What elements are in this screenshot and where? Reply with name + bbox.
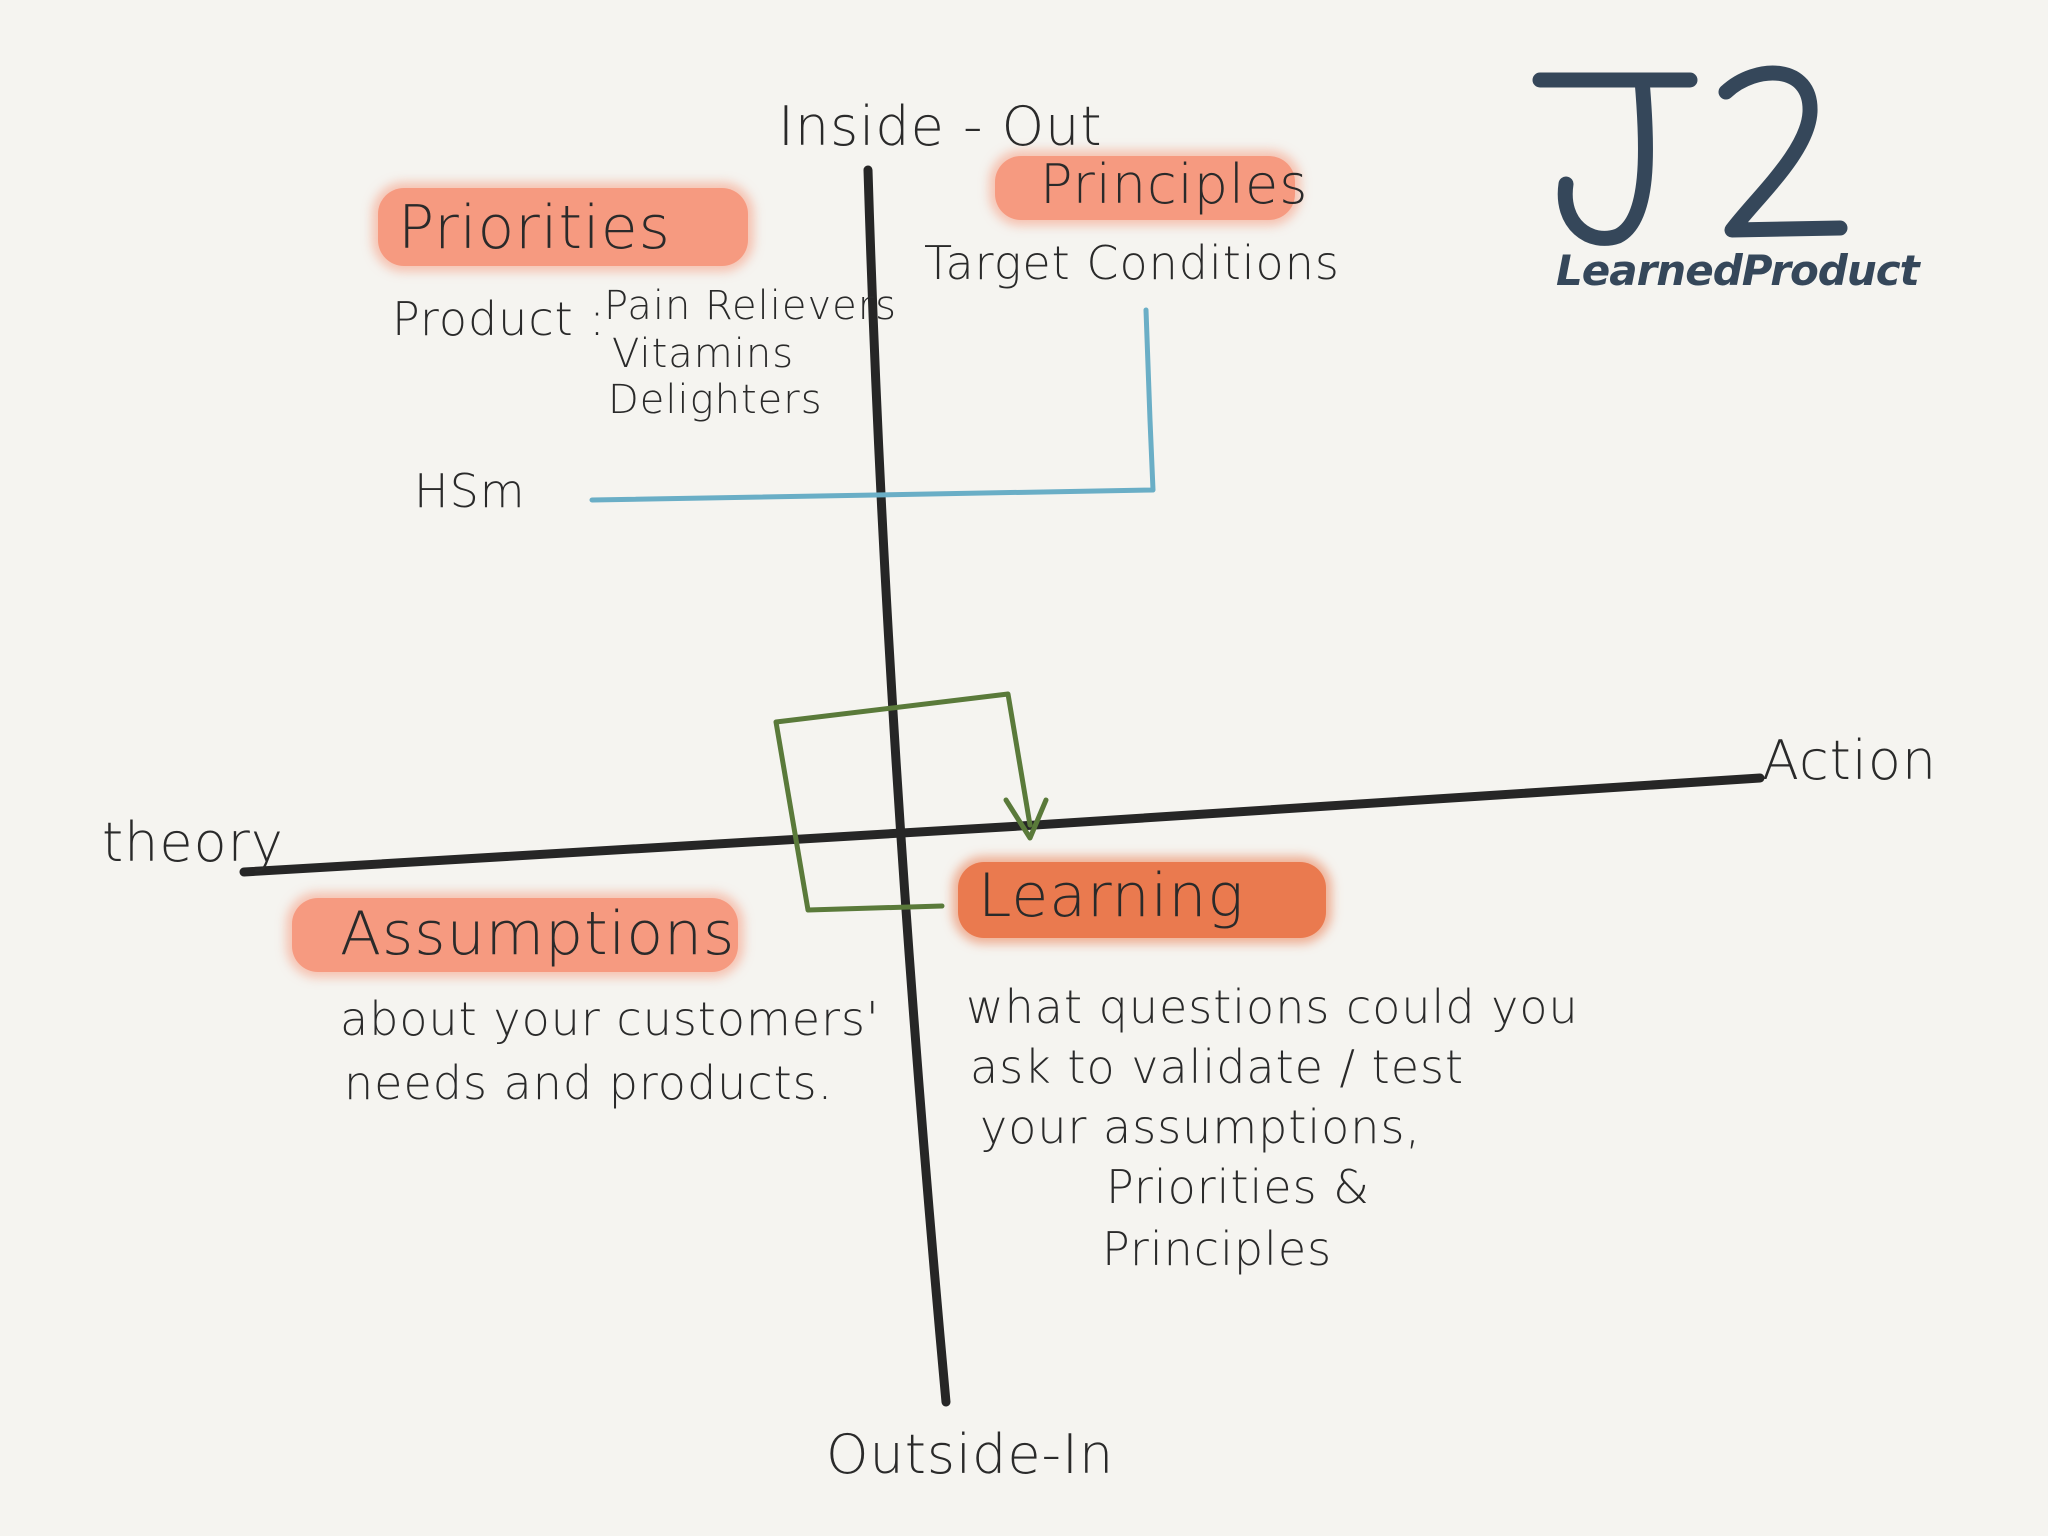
priorities-highlight [378, 188, 748, 266]
axis-label-theory: theory [102, 811, 284, 874]
priorities-title: Priorities [398, 193, 671, 263]
learning-loop-line [773, 691, 1033, 913]
axis-label-outside-in: Outside-In [826, 1423, 1115, 1486]
target-conditions-label: Target Conditions [924, 236, 1340, 290]
assumptions-title: Assumptions [340, 899, 736, 969]
learning-loop-arrowhead [1003, 797, 1049, 841]
priority-item: Vitamins [612, 331, 795, 377]
logo-2-stroke [1718, 65, 1848, 238]
assumptions-line: about your customers' [340, 992, 880, 1046]
principles-highlight [995, 156, 1295, 220]
hsm-connector-line [589, 307, 1156, 503]
priority-item: Delighters [608, 377, 823, 423]
product-label: Product : [392, 292, 606, 346]
learning-line: ask to validate / test [970, 1040, 1464, 1094]
logo-j-stroke [1532, 72, 1698, 246]
priority-item: Pain Relievers [604, 283, 898, 329]
learning-line: Principles [1102, 1222, 1333, 1276]
learning-line: your assumptions, [980, 1100, 1422, 1154]
assumptions-highlight [292, 898, 738, 972]
learning-highlight [958, 862, 1326, 938]
principles-title: Principles [1040, 153, 1309, 216]
learning-line: what questions could you [966, 980, 1579, 1034]
learning-line: Priorities & [1106, 1160, 1371, 1214]
logo-subtitle: LearnedProduct [1556, 246, 1920, 295]
assumptions-line: needs and products. [344, 1056, 834, 1110]
axis-label-inside-out: Inside - Out [778, 95, 1103, 158]
vertical-axis [863, 165, 951, 1407]
learning-title: Learning [978, 861, 1245, 931]
axis-label-action: Action [1762, 729, 1938, 792]
hsm-label: HSm [414, 464, 526, 518]
horizontal-axis [239, 773, 1765, 877]
